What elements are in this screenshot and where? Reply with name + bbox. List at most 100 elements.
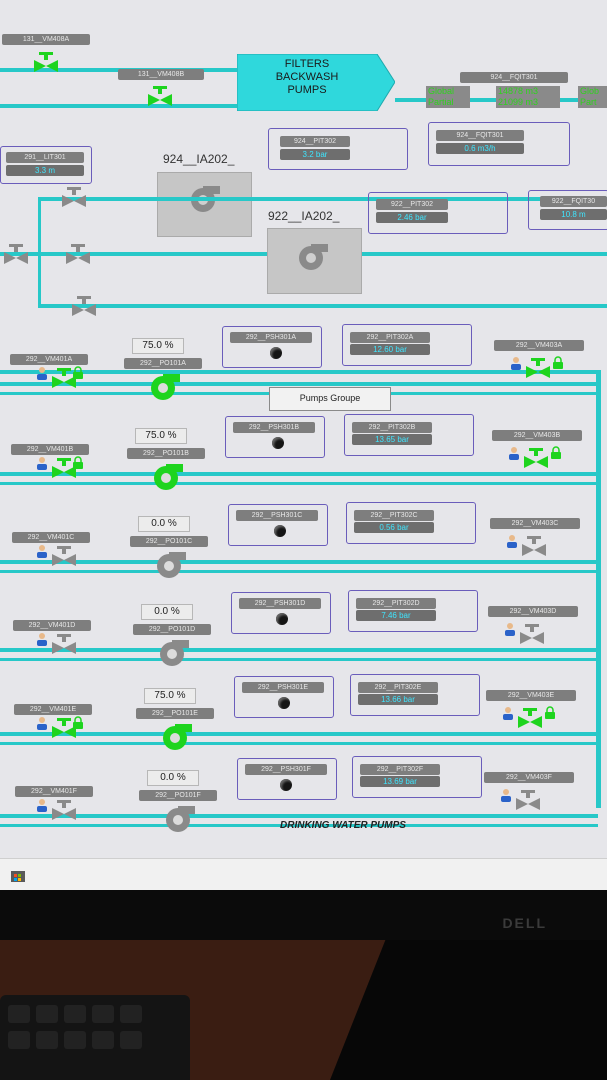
tag-pump: 292__PO101C xyxy=(130,536,208,547)
pump-icon[interactable] xyxy=(146,372,180,404)
pit-frame xyxy=(350,674,480,716)
key xyxy=(8,1005,30,1023)
fqit-glob-label: Glob xyxy=(578,86,607,97)
valve-left-icon[interactable] xyxy=(52,634,76,656)
operator-icon xyxy=(36,366,48,380)
fqit301-b-frame xyxy=(428,122,570,166)
fqit-partial-value: 21099 m3 xyxy=(496,97,560,108)
filters-label: FILTERS BACKWASH PUMPS xyxy=(237,58,377,97)
valve-lat3-icon[interactable] xyxy=(72,296,96,318)
psh-frame xyxy=(228,504,328,546)
pump-icon[interactable] xyxy=(149,462,183,494)
valve-right-icon[interactable] xyxy=(518,708,542,730)
row-pipe xyxy=(0,382,598,386)
operator-icon xyxy=(36,632,48,646)
pit-frame xyxy=(342,324,472,366)
row-pipe-lower xyxy=(0,482,598,485)
pressure-switch-indicator xyxy=(270,347,282,359)
valve-left-icon[interactable] xyxy=(52,718,76,740)
fqit-global-label: Global xyxy=(426,86,470,97)
lock-icon xyxy=(550,446,562,459)
tag-pump: 292__PO101A xyxy=(124,358,202,369)
pump-icon[interactable] xyxy=(155,638,189,670)
tag-pit: 292__PIT302A xyxy=(350,332,430,343)
psh-frame xyxy=(234,676,334,718)
pump-speed-percent: 75.0 % xyxy=(135,428,187,444)
filters-line3: PUMPS xyxy=(287,84,327,96)
row-pipe xyxy=(0,648,598,652)
operator-icon xyxy=(504,622,516,636)
key xyxy=(36,1031,58,1049)
store-icon[interactable] xyxy=(10,867,26,883)
lit301-frame xyxy=(0,146,92,184)
pit-frame xyxy=(348,590,478,632)
operator-icon xyxy=(502,706,514,720)
tag-vm-left: 292__VM401F xyxy=(15,786,93,797)
tag-fqit301-a: 924__FQIT301 xyxy=(460,72,568,83)
row-pipe xyxy=(0,732,598,736)
tag-vm-right: 292__VM403D xyxy=(488,606,578,617)
pit-frame xyxy=(346,502,476,544)
pit302-924-frame xyxy=(268,128,408,170)
keyboard xyxy=(0,995,190,1080)
key xyxy=(36,1005,58,1023)
tag-vm408a: 131__VM408A xyxy=(2,34,90,45)
tag-vm-left: 292__VM401B xyxy=(11,444,89,455)
row-pipe-lower xyxy=(0,742,598,745)
pump-icon[interactable] xyxy=(158,722,192,754)
tag-psh: 292__PSH301C xyxy=(236,510,318,521)
operator-icon xyxy=(506,534,518,548)
pump-icon[interactable] xyxy=(152,550,186,582)
valve-left-icon[interactable] xyxy=(52,546,76,568)
val-pit: 12.60 bar xyxy=(350,344,430,355)
fqit30-922-frame xyxy=(528,190,607,230)
tag-pit: 292__PIT302B xyxy=(352,422,432,433)
pipe-lateral-3 xyxy=(38,304,607,308)
tag-psh: 292__PSH301A xyxy=(230,332,312,343)
filters-backwash-pumps-link[interactable]: FILTERS BACKWASH PUMPS xyxy=(237,54,395,111)
val-pit: 13.69 bar xyxy=(360,776,440,787)
tag-vm-right: 292__VM403A xyxy=(494,340,584,351)
val-pit302-922: 2.46 bar xyxy=(376,212,448,223)
key xyxy=(120,1005,142,1023)
valve-right-icon[interactable] xyxy=(524,448,548,470)
section-title: DRINKING WATER PUMPS xyxy=(280,820,406,831)
pipe-top-2 xyxy=(0,104,238,108)
valve-right-icon[interactable] xyxy=(516,790,540,812)
pump-speed-percent: 0.0 % xyxy=(141,604,193,620)
tag-vm-right: 292__VM403B xyxy=(492,430,582,441)
valve-right-icon[interactable] xyxy=(520,624,544,646)
val-lit301: 3.3 m xyxy=(6,165,84,176)
tag-pump: 292__PO101B xyxy=(127,448,205,459)
pipe-collector-right xyxy=(596,370,601,808)
valve-vm408b-icon[interactable] xyxy=(148,86,172,108)
row-pipe-lower xyxy=(0,658,598,661)
scada-screen: 131__VM408A 131__VM408B FILTERS BACKWASH… xyxy=(0,0,607,858)
tag-pit302-922: 922__PIT302 xyxy=(376,199,448,210)
row-pipe xyxy=(0,472,598,476)
pressure-switch-indicator xyxy=(276,613,288,625)
valve-vm408a-icon[interactable] xyxy=(34,52,58,74)
val-fqit301-b: 0.6 m3/h xyxy=(436,143,524,154)
tag-fqit30-922: 922__FQIT30 xyxy=(540,196,607,207)
monitor-bezel xyxy=(0,890,607,940)
valve-left-icon[interactable] xyxy=(52,368,76,390)
pump-icon[interactable] xyxy=(161,804,195,836)
valve-lat2b-icon[interactable] xyxy=(66,244,90,266)
pit-frame xyxy=(352,756,482,798)
key xyxy=(64,1031,86,1049)
valve-left-icon[interactable] xyxy=(52,458,76,480)
tag-pump: 292__PO101F xyxy=(139,790,217,801)
operator-icon xyxy=(36,798,48,812)
pumps-groupe-button[interactable]: Pumps Groupe xyxy=(269,387,391,411)
pump-922-icon[interactable] xyxy=(294,242,328,274)
valve-left-icon[interactable] xyxy=(52,800,76,822)
valve-right-icon[interactable] xyxy=(522,536,546,558)
valve-lat1-icon[interactable] xyxy=(62,187,86,209)
valve-lat2a-icon[interactable] xyxy=(4,244,28,266)
operator-icon xyxy=(500,788,512,802)
valve-right-icon[interactable] xyxy=(526,358,550,380)
tag-fqit301-b: 924__FQIT301 xyxy=(436,130,524,141)
pump-speed-percent: 0.0 % xyxy=(147,770,199,786)
operator-icon xyxy=(510,356,522,370)
